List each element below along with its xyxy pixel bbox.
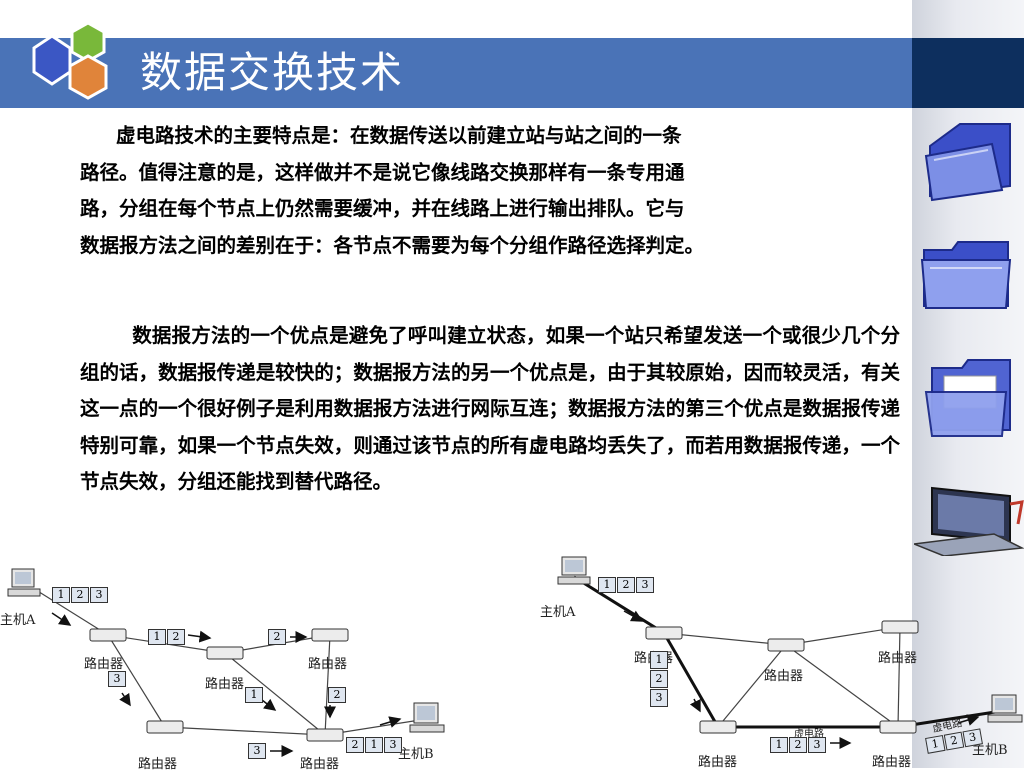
- host-a-computer-icon: [7, 568, 41, 597]
- router-label: 路由器: [878, 651, 918, 666]
- para2-bold-4: 而若用数据: [685, 433, 783, 457]
- para1-bold-3: 路，分: [80, 197, 139, 220]
- para2-bold-3: 是利用数据: [275, 397, 373, 420]
- host-a-label: 主机A: [540, 605, 576, 620]
- host-a-label: 主机A: [0, 613, 36, 628]
- para2-text-1: 报方法的一个优点是避免了呼叫建立状态，如果一个站只希望发送一个或很少几个分组的话…: [80, 324, 900, 384]
- folder-open-icon[interactable]: [922, 116, 1014, 202]
- para1-text-4: 报方法之间的差别在于：各节点不需要为每个分组作路径选择判定。: [119, 233, 705, 257]
- para2-text-3: 报方法进行网际互连；数据报方法的第三个优点是数据报传递特别可靠，如果一个节点失效…: [80, 397, 900, 457]
- para1-bold-1: 虚: [116, 124, 136, 147]
- router-icon: [699, 720, 737, 734]
- router-label: 路由器: [84, 657, 124, 672]
- para2-bold-1: 数据: [132, 324, 172, 347]
- para2-bold-2: 一个: [490, 360, 530, 384]
- host-b-computer-icon: [409, 702, 445, 733]
- packet-mid: 1: [245, 687, 264, 703]
- para2-text-4: 报传递，一个节点失效，分组还能找到替代路径。: [80, 433, 900, 494]
- router-label: 路由器: [300, 757, 340, 772]
- virtual-circuit-diagram: 主机A 路由器 路由器 路由器 路由器 路由器 主机B 虚电路 虚电路 123 …: [538, 555, 1024, 770]
- title-bar: [0, 38, 912, 108]
- packet-down: 3: [108, 671, 127, 687]
- folder-icon[interactable]: [918, 238, 1014, 312]
- hexagon-logo-icon: [32, 22, 108, 100]
- router-icon: [767, 638, 805, 652]
- router-icon: [206, 646, 244, 660]
- router-icon: [89, 628, 127, 642]
- host-a-computer-icon: [557, 556, 591, 585]
- router-label: 路由器: [872, 755, 912, 770]
- host-b-computer-icon: [987, 694, 1023, 723]
- router-icon: [306, 728, 344, 742]
- packet-bottom: 3: [248, 743, 267, 759]
- packet-top-right: 2: [268, 629, 287, 645]
- para1-bold-2: 路径。: [80, 160, 139, 184]
- para1-text-3: 组在每个节点上仍然需要缓冲，并在线路上进行输出排队。它与: [138, 197, 685, 220]
- paragraph-virtual-circuit: 虚电路技术的主要特点是：在数据传送以前建立站与站之间的一条 路径。值得注意的是，…: [80, 118, 900, 264]
- virtual-circuit-label: 虚电路: [794, 729, 824, 740]
- router-icon: [879, 720, 917, 734]
- paragraph-datagram: 数据报方法的一个优点是避免了呼叫建立状态，如果一个站只希望发送一个或很少几个分组…: [80, 318, 900, 501]
- router-icon: [311, 628, 349, 642]
- para1-text-1: 电路技术的主要特点是：在数据传送以前建立站与站之间的一条: [135, 124, 682, 147]
- router-label: 路由器: [698, 755, 738, 770]
- title-bar-accent: [912, 38, 1024, 108]
- datagram-network-lines: [7, 568, 445, 757]
- router-label: 路由器: [764, 669, 804, 684]
- virtual-circuit-network-lines: [557, 556, 1023, 749]
- para1-bold-4: 数据: [80, 233, 120, 257]
- para1-text-2: 值得注意的是，这样做并不是说它像线路交换那样有一条专用通: [138, 160, 685, 184]
- para2-text-2: 优点是，由于其较原始，因而较灵活，有关这一点的一个很好例子: [80, 360, 900, 421]
- router-icon: [881, 620, 919, 634]
- router-label: 路由器: [138, 757, 178, 772]
- packet-right-down: 2: [328, 687, 347, 703]
- router-icon: [645, 626, 683, 640]
- host-b-label: 主机B: [398, 747, 434, 762]
- router-label: 路由器: [308, 657, 348, 672]
- router-label: 路由器: [205, 677, 245, 692]
- folder-open-icon[interactable]: [922, 358, 1014, 440]
- router-icon: [146, 720, 184, 734]
- laptop-cart-icon[interactable]: [914, 484, 1024, 556]
- slide-title: 数据交换技术: [140, 48, 405, 97]
- host-b-label: 主机B: [972, 743, 1008, 758]
